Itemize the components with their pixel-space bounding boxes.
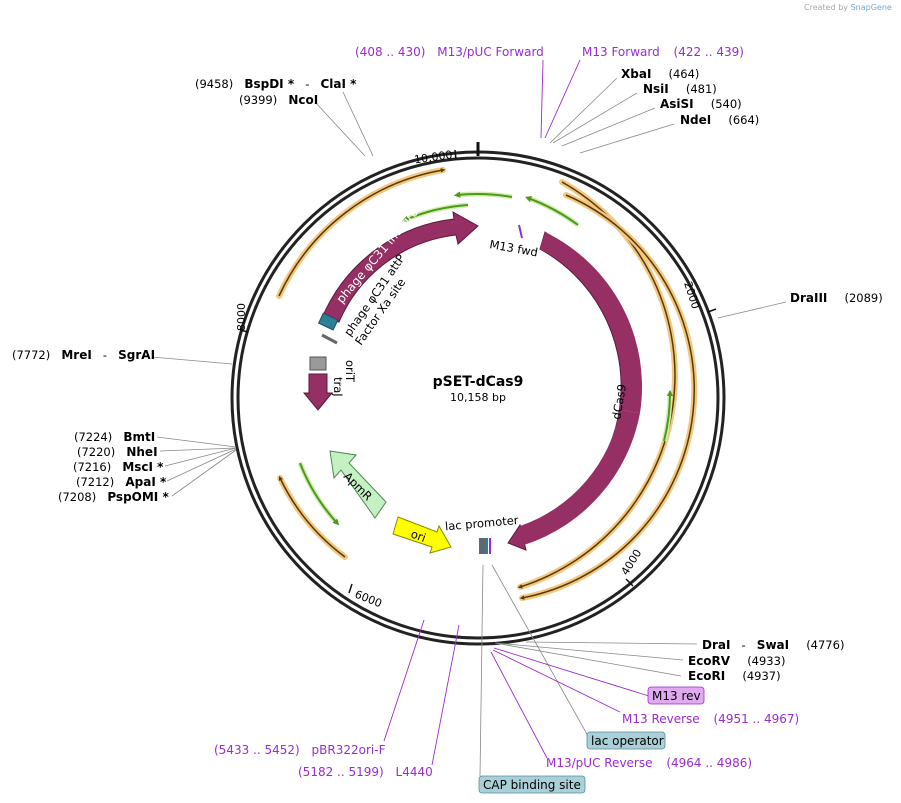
enzyme-msci[interactable]: (7216) MscI * [73,456,164,475]
plasmid-length: 10,158 bp [450,391,506,404]
enzyme-asisi[interactable]: AsiSI (540) [660,93,742,112]
tag-lac-operator-box[interactable] [586,731,666,750]
backbone-inner [236,156,720,640]
tick-10000 [454,149,457,161]
enzyme-apai[interactable]: (7212) ApaI * [76,471,167,490]
feature-oriT[interactable] [309,356,327,371]
tick-label-10000: 10,000 [413,148,453,166]
tag-lac-operator: lac operator [591,734,664,748]
tick-4000 [625,578,634,587]
feature-ori[interactable] [392,516,452,554]
primer-m13-puc-reverse[interactable]: M13/pUC Reverse (4964 .. 4986) [546,756,752,770]
feature-traJ[interactable] [302,373,334,411]
tick-8000 [239,329,249,333]
tag-cap-site-box[interactable] [478,775,586,794]
primer-callout-lines [383,59,650,766]
primer-l4440[interactable]: (5182 .. 5199) L4440 [298,765,433,779]
label-traJ: traJ [331,377,345,397]
enzyme-drai-swai[interactable]: DraI - SwaI (4776) [702,634,844,653]
primer-m13-forward[interactable]: M13 Forward (422 .. 439) [582,45,744,59]
feature-m13-fwd [518,224,523,239]
feature-integrase[interactable] [320,211,479,323]
feature-apmr[interactable] [329,450,387,519]
enzyme-ecori[interactable]: EcoRI (4937) [688,665,781,684]
enzyme-mrei-sgrai[interactable]: (7772) MreI - SgrAI [12,344,155,363]
watermark-prefix: Created by [804,3,848,12]
enzyme-bspdi-clai[interactable]: (9458) BspDI * - ClaI * [195,73,357,92]
label-lac-promoter: lac promoter [444,513,519,533]
label-dcas9: dCas9 [609,383,629,421]
enzyme-pspomi[interactable]: (7208) PspOMI * [58,486,169,505]
enzyme-nsii[interactable]: NsiI (481) [643,78,717,97]
feature-factor-xa [321,333,338,345]
primer-m13-reverse[interactable]: M13 Reverse (4951 .. 4967) [622,712,799,726]
feature-lac-elements[interactable] [479,538,491,554]
primer-m13-puc-forward[interactable]: (408 .. 430) M13/pUC Forward [355,45,544,59]
label-oriT: oriT [343,360,357,383]
tag-cap-site: CAP binding site [483,778,581,792]
tick-label-8000: 8000 [235,303,248,331]
tag-m13-rev-box[interactable] [647,686,705,705]
enzyme-ndei[interactable]: NdeI (664) [680,109,759,128]
enzyme-bmti[interactable]: (7224) BmtI [74,426,155,445]
enzyme-ecorv[interactable]: EcoRV (4933) [688,650,785,669]
tag-m13-rev: M13 rev [652,689,701,703]
enzyme-draiii[interactable]: DraIII (2089) [790,287,883,306]
primer-pbr322ori-f[interactable]: (5433 .. 5452) pBR322ori-F [214,743,386,757]
orf-arcs [276,167,698,601]
feature-attp[interactable] [317,312,339,331]
tick-2000 [707,308,717,313]
callout-lines [151,77,787,777]
plasmid-name: pSET-dCas9 [433,374,524,390]
watermark: Created by SnapGene [804,3,892,12]
primer-arcs [297,191,674,526]
tick-label-2000: 2000 [681,280,702,311]
feature-dcas9-lower [520,410,640,545]
enzyme-ncoi[interactable]: (9399) NcoI [239,89,318,108]
enzyme-xbai[interactable]: XbaI (464) [621,63,699,82]
tick-6000 [348,583,353,594]
label-m13-fwd: M13 fwd [488,237,538,259]
watermark-brand: SnapGene [851,3,892,12]
enzyme-nhei[interactable]: (7220) NheI [77,441,158,460]
feature-dcas9-body [540,232,643,413]
label-ori: ori [409,527,428,545]
